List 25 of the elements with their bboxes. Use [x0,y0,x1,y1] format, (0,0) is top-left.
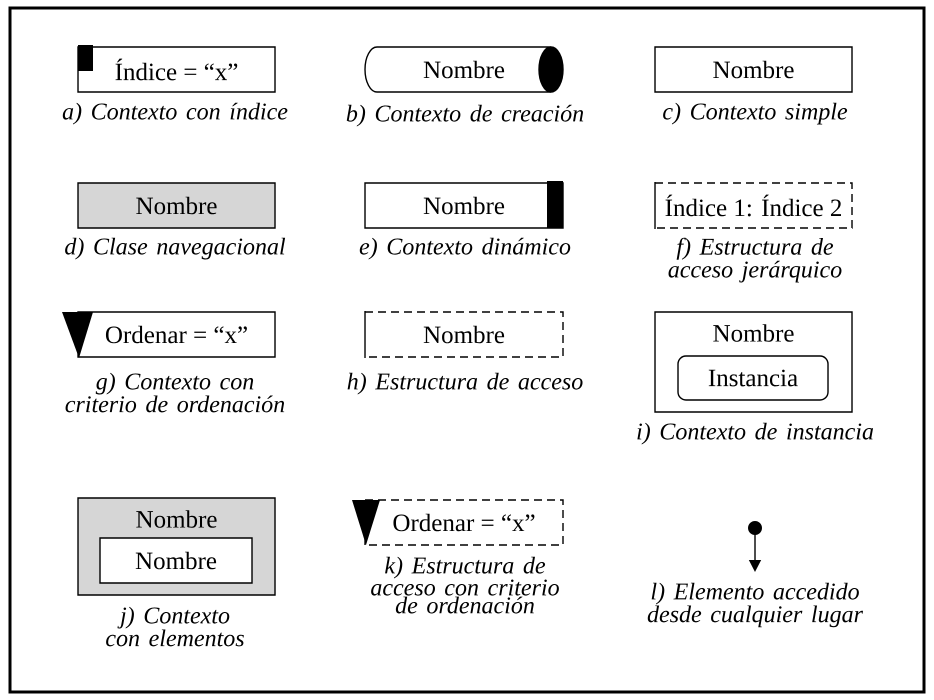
node-label: c) Contexto simple [663,102,848,124]
node-label: k) Estructura de acceso con criterio de ordenación [371,556,559,614]
node-label: f) Estructura de acceso jerárquico [668,238,842,282]
access-structure-box: Nombre [364,311,564,358]
node-label: Ordenar = “x” [393,514,534,532]
node-label: i) Contexto de instancia [637,422,874,444]
context-box: Nombre [654,46,853,93]
node-label: e) Contexto dinámico [360,238,570,260]
node-label: h) Estructura de acceso [348,372,583,394]
index-context-box: Índice = “x” [77,45,276,93]
creation-context-cylinder: Nombre [364,46,564,93]
element-box: Nombre [99,537,253,584]
dynamic-context-box: Nombre [364,181,564,229]
node-label: a) Contexto con índice [62,102,288,124]
node-label: j) Contexto con elementos [106,606,244,646]
navigational-class-box: Nombre [77,182,276,229]
node-label: Nombre [424,60,504,78]
sorted-access-structure-box: Ordenar = “x” [352,499,564,546]
node-label: g) Contexto con criterio de ordenación [66,372,284,412]
sorted-context-box: Ordenar = “x” [62,311,276,358]
node-label: d) Clase navegacional [65,238,286,260]
symbol-label: l) Elemento accedido desde cualquier lugar [648,582,864,628]
access-structure-box: Índice 1: Índice 2 [654,182,853,229]
instance-box: Instancia [677,355,829,401]
node-label: b) Contexto de creación [346,104,584,126]
